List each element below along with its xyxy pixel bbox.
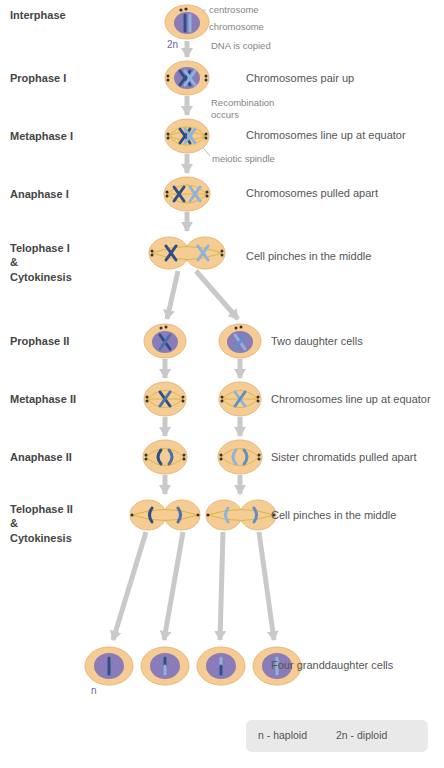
stage-description: Chromosomes pulled apart — [246, 186, 378, 200]
stage-label: Prophase I — [10, 71, 66, 85]
stage-description: Two daughter cells — [271, 334, 363, 348]
stage-description: Cell pinches in the middle — [246, 249, 371, 263]
stage-label: Anaphase II — [10, 450, 72, 464]
legend-box — [246, 720, 428, 752]
annotation: meiotic spindle — [212, 153, 275, 165]
annotation: Recombination occurs — [211, 97, 277, 122]
cells — [85, 5, 301, 685]
stage-label: Metaphase I — [10, 129, 73, 143]
stage-label: Prophase II — [10, 334, 69, 348]
ploidy-mark: n — [91, 684, 97, 697]
legend-entry: n - haploid — [258, 729, 307, 743]
stage-label: Telophase I & Cytokinesis — [10, 241, 72, 284]
legend-entry: 2n - diploid — [336, 729, 387, 743]
stage-label: Telophase II & Cytokinesis — [10, 502, 75, 545]
stage-description: Sister chromatids pulled apart — [271, 450, 417, 464]
stage-label: Anaphase I — [10, 187, 69, 201]
stage-description: Four granddaughter cells — [271, 658, 393, 672]
stage-description: Chromosomes line up at equator — [246, 128, 406, 142]
stage-description: Cell pinches in the middle — [271, 508, 396, 522]
stage-description: Chromosomes line up at equator — [271, 392, 431, 406]
stage-label: Interphase — [10, 8, 66, 22]
annotation: centrosome — [209, 4, 259, 16]
ploidy-mark: 2n — [167, 38, 178, 51]
stage-label: Metaphase II — [10, 392, 76, 406]
annotation: DNA is copied — [211, 40, 271, 52]
annotation: chromosome — [209, 21, 264, 33]
stage-description: Chromosomes pair up — [246, 71, 354, 85]
